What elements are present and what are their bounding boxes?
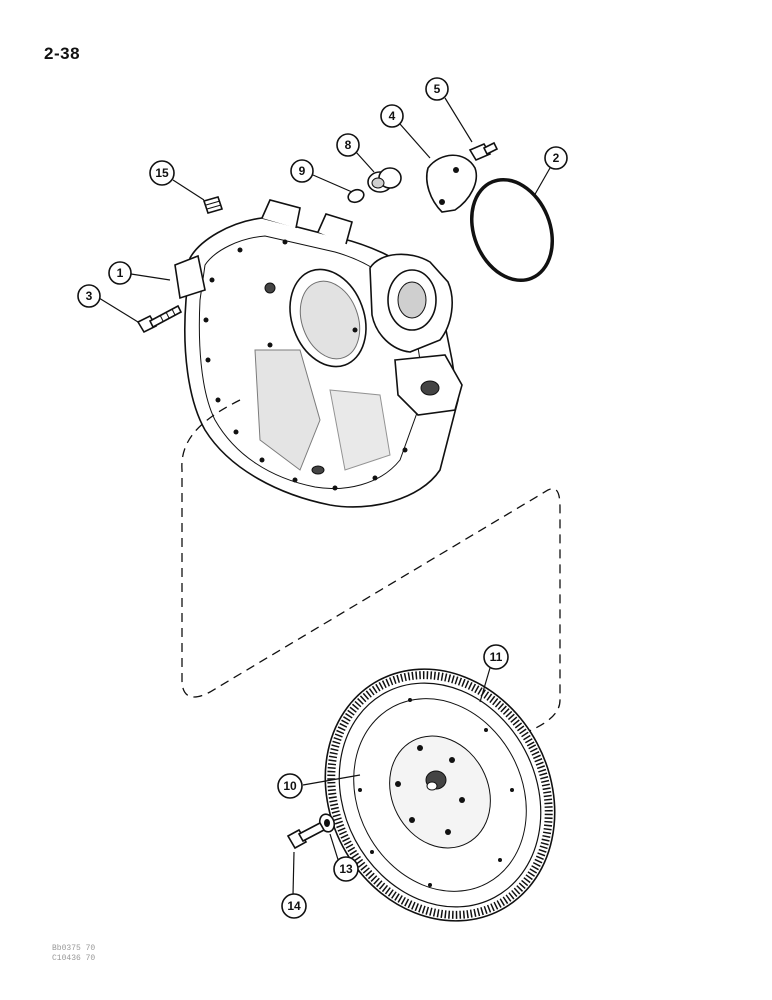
- svg-text:15: 15: [155, 166, 169, 180]
- svg-text:3: 3: [86, 289, 93, 303]
- flywheel-housing: [174, 199, 463, 508]
- callout-15: 15: [149, 160, 175, 186]
- callout-1: 1: [108, 261, 132, 285]
- callout-5: 5: [425, 77, 449, 101]
- callout-9: 9: [290, 159, 314, 183]
- callout-4: 4: [380, 104, 404, 128]
- callout-13: 13: [333, 856, 359, 882]
- callout-8: 8: [336, 133, 360, 157]
- figure-code-line: C10436 70: [52, 954, 96, 963]
- plug: [202, 196, 224, 214]
- callout-14: 14: [281, 893, 307, 919]
- svg-text:1: 1: [117, 266, 124, 280]
- flywheel: [324, 668, 556, 922]
- svg-text:10: 10: [283, 779, 297, 793]
- small-o-ring: [347, 188, 365, 204]
- callout-10: 10: [277, 773, 303, 799]
- large-o-ring: [469, 177, 555, 283]
- callout-2: 2: [544, 146, 568, 170]
- figure-code-line: Bb0375 70: [52, 944, 96, 953]
- bushing: [367, 167, 402, 193]
- ring-gear: [327, 671, 553, 919]
- svg-text:5: 5: [434, 82, 441, 96]
- svg-text:11: 11: [490, 650, 503, 664]
- svg-text:8: 8: [345, 138, 352, 152]
- callout-3: 3: [77, 284, 101, 308]
- svg-text:13: 13: [339, 862, 353, 876]
- svg-text:2: 2: [553, 151, 560, 165]
- screw: [468, 141, 499, 162]
- figure-code: Bb0375 70 C10436 70: [52, 944, 95, 964]
- cover-plate: [426, 154, 477, 213]
- bolt: [136, 304, 183, 334]
- alignment-dashed-line: [181, 399, 561, 736]
- svg-text:9: 9: [299, 164, 306, 178]
- flywheel-bolt: [286, 821, 326, 850]
- svg-text:4: 4: [389, 109, 396, 123]
- page-number: 2-38: [44, 44, 81, 63]
- callout-11: 11: [483, 644, 509, 670]
- svg-text:14: 14: [287, 899, 301, 913]
